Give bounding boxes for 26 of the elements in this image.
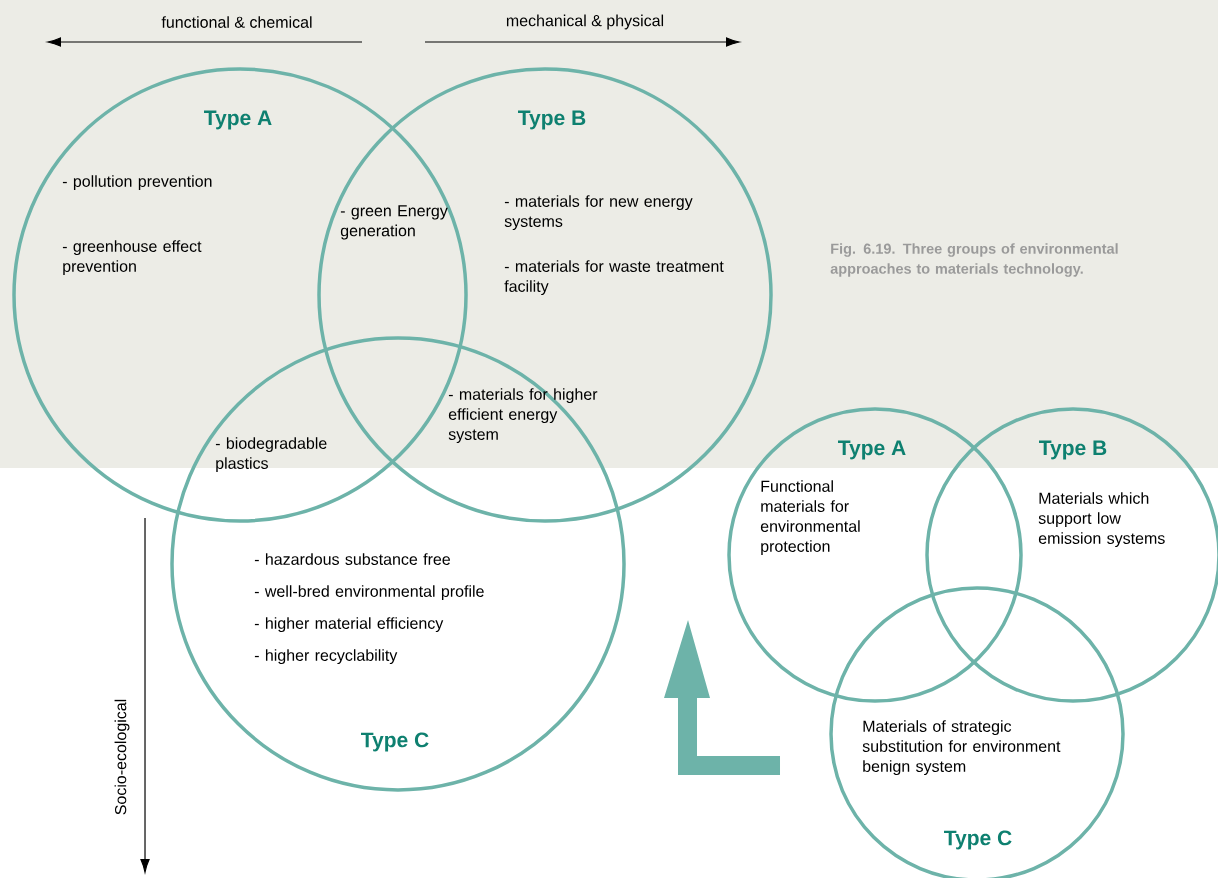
list-item: - biodegradable plastics	[215, 437, 327, 473]
list-item: - materials for waste treatment facility	[504, 260, 724, 296]
circle-heading: Type A	[204, 110, 272, 130]
list-item: - greenhouse effect prevention	[62, 240, 202, 276]
list-item: - higher material efficiency	[254, 617, 444, 633]
circle-heading: Type B	[1039, 440, 1107, 460]
list-item: - materials for higher efficient energy system	[448, 388, 598, 444]
axis-label: mechanical & physical	[506, 14, 664, 30]
list-item: - hazardous substance free	[254, 553, 450, 565]
description-text: Materials which support low emission systems	[1038, 492, 1165, 548]
circle-heading: Type B	[518, 110, 586, 130]
description-text: Materials of strategic substitution for environment benign system	[862, 720, 1061, 776]
circle-heading: Type C	[944, 830, 1012, 850]
figure-caption: Fig. 6.19. Three groups of environmental approaches to materials technology.	[830, 243, 1118, 277]
axis-label: functional & chemical	[161, 16, 312, 28]
list-item: - higher recyclability	[254, 649, 398, 665]
list-item: - materials for new energy systems	[504, 195, 693, 231]
venn-circle	[727, 407, 1023, 703]
circle-heading: Type C	[361, 732, 429, 752]
circle-heading: Type A	[838, 440, 906, 460]
description-text: Functional materials for environmental protection	[760, 480, 860, 556]
list-item: - pollution prevention	[62, 175, 212, 191]
venn-circle	[170, 336, 626, 792]
list-item: - well-bred environmental profile	[254, 585, 484, 601]
list-item: - green Energy generation	[340, 205, 448, 240]
axis-label: Socio-ecological	[114, 699, 130, 815]
